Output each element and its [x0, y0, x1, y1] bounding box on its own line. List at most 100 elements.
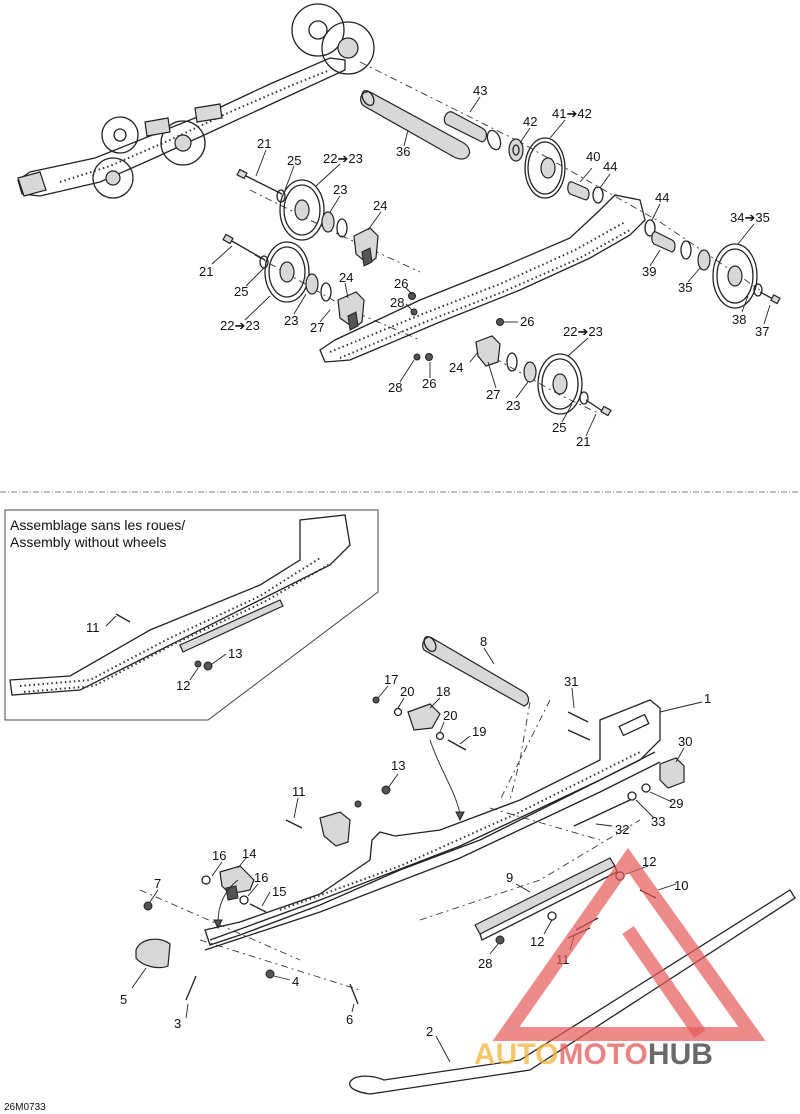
axle-8	[422, 635, 530, 707]
inset-frame	[4, 509, 379, 721]
callout-21c: 21	[576, 434, 590, 449]
bracket-mid	[319, 811, 351, 847]
bolt-11a	[285, 819, 303, 829]
callout-23c: 23	[506, 398, 520, 413]
callout-39: 39	[642, 264, 656, 279]
callout-29: 29	[669, 796, 683, 811]
callout-22-23a: 22➔23	[323, 151, 363, 166]
watermark-logo: AUTOMOTOHUB	[474, 847, 766, 1071]
bearing-23c	[523, 361, 537, 383]
inset-bolt-11	[115, 613, 131, 623]
bracket-24b	[337, 291, 365, 331]
inset-nut-13	[203, 661, 213, 671]
callout-28b: 28	[388, 380, 402, 395]
block-30	[659, 757, 685, 789]
pin-3	[185, 975, 197, 1001]
callout-28a: 28	[390, 295, 404, 310]
bolt-6	[349, 983, 359, 1005]
bolt-31b	[567, 729, 591, 741]
bearing-42	[508, 138, 524, 162]
wheel-22a	[279, 179, 325, 241]
bolt-21b	[222, 233, 266, 261]
callout-18: 18	[436, 684, 450, 699]
inset-title-en: Assembly without wheels	[10, 534, 166, 550]
bracket-24c	[475, 335, 501, 367]
callout-37: 37	[755, 324, 769, 339]
nut-26c	[425, 353, 433, 361]
callout-33: 33	[651, 814, 665, 829]
bolt-15	[249, 903, 267, 913]
washer-33	[627, 791, 637, 801]
spacer-39	[651, 231, 676, 253]
washer-44a	[592, 186, 604, 204]
washer-16a	[201, 875, 211, 885]
callout-16a: 16	[212, 848, 226, 863]
spacer-40	[567, 181, 590, 201]
circlip-39	[680, 240, 692, 260]
callout-22-23c: 22➔23	[563, 324, 603, 339]
callout-31: 31	[564, 674, 578, 689]
callout-32: 32	[615, 822, 629, 837]
callout-43: 43	[473, 83, 487, 98]
nut-4	[265, 969, 275, 979]
callout-27a: 27	[310, 320, 324, 335]
washer-29	[641, 783, 651, 793]
callout-44b: 44	[655, 190, 669, 205]
washer-16b	[239, 895, 249, 905]
callout-21b: 21	[199, 264, 213, 279]
bottom-callouts: 8 17 20 18 31 1 20 19 30 13 11 29 33 32 …	[120, 634, 711, 1039]
callout-8: 8	[480, 634, 487, 649]
washer-25c	[579, 391, 589, 405]
slide-rail-upper	[319, 194, 646, 363]
callout-23b: 23	[284, 313, 298, 328]
callout-7: 7	[154, 876, 161, 891]
bolt-32	[573, 799, 631, 827]
callout-25a: 25	[287, 153, 301, 168]
callout-21a: 21	[257, 136, 271, 151]
callout-9: 9	[506, 870, 513, 885]
wheel-22b	[264, 241, 310, 303]
inset-rail	[9, 514, 351, 696]
bolt-31a	[567, 711, 589, 723]
washer-28a	[410, 308, 418, 316]
inset-callout-11: 11	[86, 620, 100, 635]
top-callouts: 43 42 41➔42 36 40 44 21 25 22➔23 23 24 4…	[199, 83, 770, 449]
callout-3: 3	[174, 1016, 181, 1031]
top-callout-leaders	[211, 96, 771, 437]
callout-34-35: 34➔35	[730, 210, 770, 225]
callout-26c: 26	[422, 376, 436, 391]
bolt-21c	[585, 399, 612, 417]
callout-2: 2	[426, 1024, 433, 1039]
callout-20b: 20	[443, 708, 457, 723]
watermark-text: AUTOMOTOHUB	[474, 1038, 713, 1071]
circlip-a	[336, 218, 348, 238]
assembly-arrow-center	[429, 739, 461, 815]
assembled-rail-preview	[17, 3, 375, 199]
inset-callout-13: 13	[228, 646, 242, 661]
washer-28b	[413, 353, 421, 361]
bolt-19	[447, 739, 467, 751]
washer-20a	[393, 707, 403, 717]
callout-36: 36	[396, 144, 410, 159]
callout-44a: 44	[603, 159, 617, 174]
circlip-42	[486, 129, 502, 151]
callout-4: 4	[292, 974, 299, 989]
washer-38	[753, 283, 763, 297]
clip-18	[407, 703, 441, 731]
runner-2	[349, 889, 796, 1095]
callout-23a: 23	[333, 182, 347, 197]
washer-12b	[547, 911, 557, 921]
washer-13	[354, 800, 362, 808]
inset-callout-12: 12	[176, 678, 190, 693]
callout-22-23b: 22➔23	[220, 318, 260, 333]
callout-20a: 20	[400, 684, 414, 699]
callout-24a: 24	[373, 198, 387, 213]
bottom-callout-leaders	[131, 647, 703, 1063]
callout-15: 15	[272, 884, 286, 899]
circlip-b	[320, 282, 332, 302]
wheel-22c	[537, 353, 583, 415]
callout-24c: 24	[449, 360, 463, 375]
callout-12a: 12	[642, 854, 656, 869]
wheel-41	[524, 137, 566, 199]
